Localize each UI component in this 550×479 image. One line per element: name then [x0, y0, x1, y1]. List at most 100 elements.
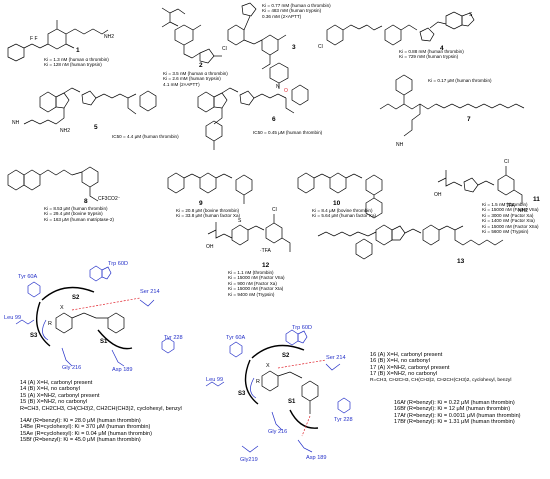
caption-line: Ki = 8.4 μM (bovine thrombin) — [312, 208, 373, 213]
ring-naphthyl-a — [7, 169, 25, 191]
oh-label-11: OH — [434, 192, 442, 198]
ring-cyclohexane — [39, 91, 57, 113]
sulfur-label-4: S — [469, 12, 473, 18]
difluoro-label: F F — [30, 36, 38, 42]
group-x-left: X — [60, 305, 64, 311]
caption-line: Ki = 483 mM (human trypsin) — [262, 8, 322, 14]
tfa-salt-label: CF3CO2⁻ — [98, 196, 121, 202]
ring-indoline-6 — [213, 92, 228, 109]
pocket-s2-right: S2 — [282, 353, 290, 359]
structure-6 — [197, 84, 309, 150]
legend-line: 15 (A) X=NH2, carbonyl present — [20, 392, 100, 399]
s3-arc — [36, 301, 51, 347]
ring-tolyl — [139, 90, 157, 112]
s2-arc-r — [251, 344, 305, 359]
values-right: 16Af (R=benzyl): Ki = 0.22 μM (human thr… — [394, 400, 521, 426]
legend-line: 16 (B) X=H, no carbonyl — [370, 358, 430, 365]
ring-fluorophenyl-9 — [167, 172, 185, 194]
hbond-dash-r — [277, 359, 327, 369]
caption-line: 0.36 mM (2×APTT) — [262, 13, 302, 19]
value-line: 16Af (R=benzyl): Ki = 0.22 μM (human thr… — [394, 400, 515, 406]
caption-line: Ki = 1.1 nM (thrombin) — [228, 270, 274, 275]
caption-line: Ki = 33.8 μM (human factor Xa) — [176, 213, 241, 219]
ring-tolyl-6 — [291, 84, 309, 106]
value-line: 17Bf (R=benzyl): Ki = 1.31 μM (human thr… — [394, 419, 515, 426]
legend-line: 17 (B) X=NH2, no carbonyl — [370, 371, 438, 378]
legend-line: R=CH3, CH2CH3, CH(CH3)2, CH2CH(CH3)2, cy… — [370, 377, 512, 383]
structure-5: NH2 NH — [12, 87, 157, 134]
residue-trp60d-right: Trp 60D — [292, 325, 312, 331]
caption-line: Ki = 3000 nM (Factor Xa) — [482, 212, 534, 218]
caption-line: Ki = 20.8 μM (bovine thrombin) — [176, 208, 240, 213]
compound-number-7: 7 — [467, 116, 471, 123]
caption-line: Ki = 29.4 μM (bovine trypsin) — [44, 211, 103, 217]
caption-line: Ki = 15000 nM (Factor XIIa) — [482, 223, 539, 229]
residue-tyr60a-right: Tyr 60A — [226, 335, 246, 341]
caption-line: Ki = 900 nM (Factor Xa) — [228, 280, 277, 286]
caption-2: Ki = 3.5 nM (human α thrombin) Ki = 2.6 … — [163, 71, 228, 87]
caption-line: Ki = 1.3 nM (human α thrombin) — [44, 57, 109, 62]
legend-line: 16 (A) X=H, carbonyl present — [370, 352, 443, 358]
caption-line: Ki = 2.6 mM (human trypsin) — [163, 76, 221, 82]
compound-number-12: 12 — [262, 262, 270, 269]
compound-number-6: 6 — [272, 116, 276, 123]
ring-aryl — [174, 24, 194, 46]
ring-pyrazinone — [47, 28, 67, 50]
caption-line: Ki = 3.5 nM (human α thrombin) — [163, 71, 228, 76]
caption-line: Ki = 0.88 mM (human thrombin) — [399, 49, 464, 54]
residue-asp189-left: Asp 189 — [112, 367, 133, 373]
group-r-left: R — [48, 321, 52, 327]
ring-benzimidazole-a — [375, 224, 393, 246]
caption-line: Ki = 128 nM (human trypsin) — [44, 62, 102, 68]
nh2-label-11: NH2 — [518, 208, 528, 214]
group-r-right: R — [256, 379, 260, 385]
ring-chloroaryl-12 — [265, 222, 283, 244]
caption-line: Ki = 163 μM (human matriptase-2) — [44, 216, 114, 222]
n-oxide-n: N — [276, 84, 280, 90]
compound-number-4: 4 — [440, 45, 444, 52]
ring-tyr228-r — [337, 397, 351, 414]
residue-gly216-left: Gly 216 — [62, 365, 82, 371]
tfa-label-12: ·TFA — [260, 248, 271, 254]
caption-3: Ki = 0.77 mM (human α thrombin) Ki = 483… — [262, 3, 331, 19]
compound-number-1: 1 — [76, 47, 80, 54]
structure-3: Cl N O — [222, 2, 289, 94]
ring-ligand-benzyl — [107, 312, 125, 334]
ring-ligand-core — [55, 312, 73, 334]
chloro-label-11: Cl — [504, 159, 509, 165]
ring-phenoxy-10 — [329, 172, 347, 194]
compound-number-2: 2 — [199, 62, 203, 69]
value-line: 17Af (R=benzyl): Ki = 0.0011 μM (human t… — [394, 412, 521, 419]
s1-arc — [97, 329, 133, 350]
chloro-label: Cl — [222, 46, 227, 52]
legend-line: 14 (A) X=H, carbonyl present — [20, 380, 93, 386]
s3-arc-r — [244, 359, 259, 405]
caption-line: Ki = 1.5 nM (thrombin) — [482, 202, 528, 207]
pocket-s2-left: S2 — [72, 295, 80, 301]
compound-number-5: 5 — [94, 124, 98, 131]
ring-cyclohexane-6 — [197, 91, 215, 113]
ring-phenoxy-9 — [199, 172, 217, 194]
structure-10 — [297, 172, 383, 219]
legend-right: 16 (A) X=H, carbonyl present 16 (B) X=H,… — [370, 352, 511, 384]
value-line: 15Ae (R=cyclohexyl): Ki = 0.04 μM (human… — [20, 430, 152, 437]
legend-line: 14 (B) X=H, no carbonyl — [20, 386, 80, 393]
residue-ser214-left: Ser 214 — [140, 289, 160, 295]
ring-fluorophenyl-10 — [297, 172, 315, 194]
structure-13 — [317, 224, 504, 260]
legend-line: 15 (B) X=NH2, no carbonyl — [20, 399, 88, 406]
caption-10: Ki = 8.4 μM (bovine thrombin) Ki = 5.64 … — [312, 208, 376, 219]
ring-chlorophenyl — [326, 24, 344, 46]
pocket-s1-right: S1 — [288, 399, 296, 405]
hbond-dash-r2 — [301, 415, 311, 437]
nh-label-7: NH — [396, 142, 404, 148]
compound-number-13: 13 — [457, 258, 465, 265]
r-bracket-r — [250, 377, 257, 399]
ring-imidazole — [199, 48, 215, 64]
caption-line: Ki = 1400 nM (Factor XIa) — [482, 218, 535, 224]
amidine-label-5: NH — [12, 120, 20, 126]
caption-line: Ki = 5600 nM (Trypsin) — [482, 229, 529, 235]
caption-6: IC50 = 0.45 μM (human thrombin) — [253, 130, 322, 135]
structure-11: Cl ·TFA NH2 OH — [434, 159, 528, 214]
